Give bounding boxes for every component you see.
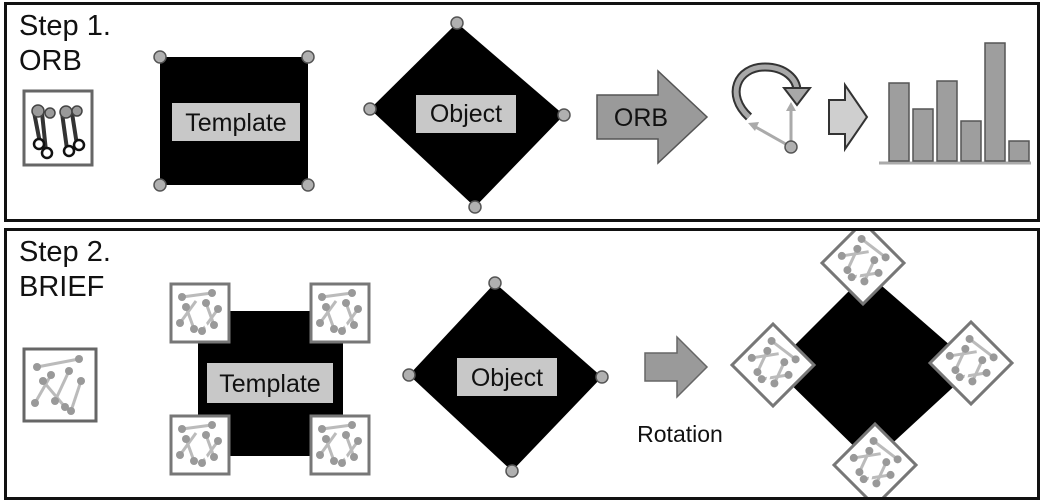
template-patch-top-left [169,282,231,344]
step2-panel: Step 2. BRIEF [4,228,1040,500]
brief-pattern-icon [22,347,98,423]
step2-title-line2: BRIEF [19,271,105,303]
rotated-patch-top [820,231,906,306]
step2-title-line1: Step 2. [19,236,111,268]
step2-title: Step 2. BRIEF [19,235,111,305]
orientation-rotation-icon [731,62,813,154]
orb-arrow-label: ORB [614,104,668,132]
step2-object-label: Object [471,364,543,392]
step2-template-label: Template [219,370,320,398]
histogram-bar [960,120,982,162]
step1-template-square [153,50,315,192]
template-patch-bottom-left [169,414,231,476]
step1-panel: Step 1. ORB Template [4,2,1040,222]
histogram-bar [912,108,934,162]
step1-template-label: Template [185,109,286,137]
step2-template-label-box [207,363,333,403]
template-patch-bottom-right [309,414,371,476]
step1-object-diamond [363,16,571,214]
step2-diagram: Template Object Rotation [22,231,1014,497]
rotation-arrow [644,335,709,399]
orb-pattern-icon [22,89,94,167]
histogram-bar [888,82,910,162]
histogram-bar [984,42,1006,162]
descriptor-histogram [879,42,1031,165]
histogram-arrow [828,81,869,153]
histogram-bar [936,80,958,162]
step1-title-line1: Step 1. [19,10,111,42]
orb-arrow [596,69,709,165]
step1-title: Step 1. ORB [19,9,111,79]
step2-object-diamond [402,276,609,478]
rotated-object-diamond [773,273,975,463]
step1-diagram: Template Object ORB [22,16,1031,214]
template-patch-top-right [309,282,371,344]
step1-object-label: Object [430,100,502,128]
rotation-arrow-label: Rotation [637,421,723,447]
histogram-bar [1008,140,1030,162]
step1-title-line2: ORB [19,45,82,77]
